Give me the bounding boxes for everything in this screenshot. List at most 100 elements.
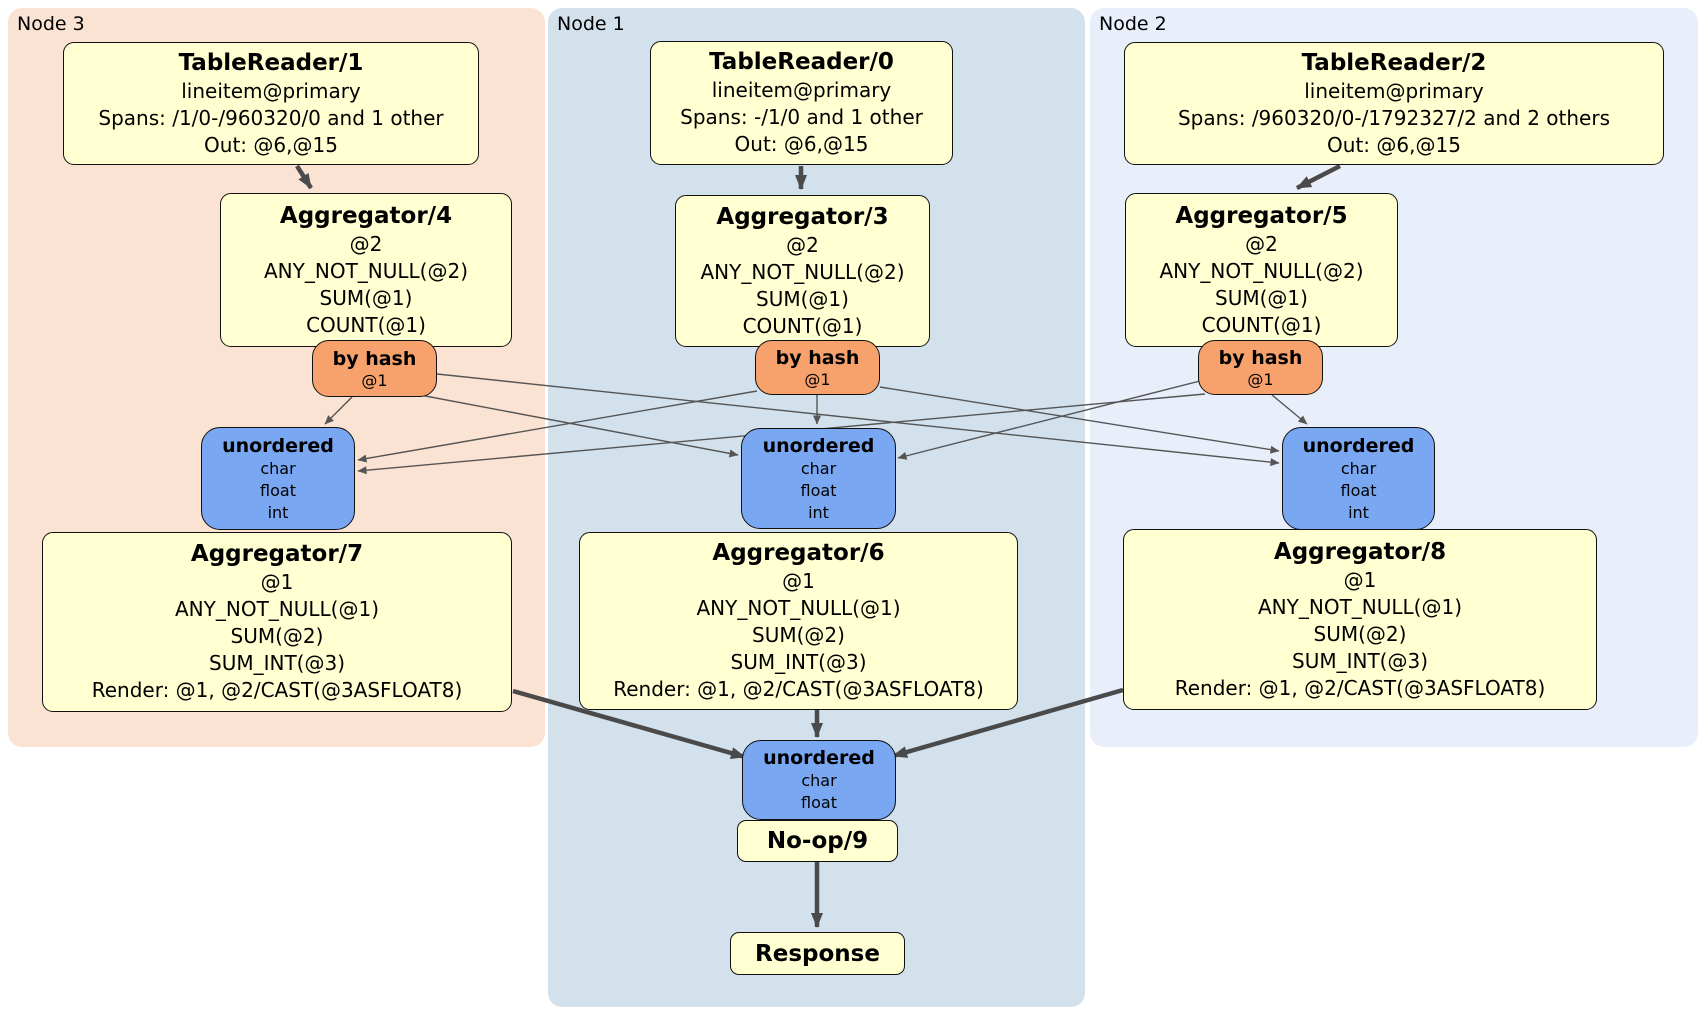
sync-item: int — [808, 502, 829, 522]
noop-box: No-op/9 — [737, 820, 898, 862]
sync-item: float — [801, 793, 837, 812]
tablereader-0-box: TableReader/0 lineitem@primary Spans: -/… — [650, 41, 953, 165]
box-title: No-op/9 — [766, 828, 869, 854]
sync-item: char — [260, 458, 296, 478]
node3-label: Node 3 — [17, 13, 85, 35]
box-line: Spans: -/1/0 and 1 other — [680, 105, 923, 129]
edge-hash3-to-sync8 — [879, 386, 1280, 454]
box-line: Render: @1, @2/CAST(@3ASFLOAT8) — [1174, 675, 1546, 700]
unordered-sync-center: unordered char float int — [741, 428, 896, 529]
box-line: lineitem@primary — [181, 78, 361, 103]
box-line: ANY_NOT_NULL(@2) — [264, 258, 468, 283]
sync-item: char — [800, 458, 837, 478]
edge-hash4-to-sync7 — [324, 396, 353, 425]
sync-item: int — [1348, 502, 1369, 522]
aggregator-5-box: Aggregator/5 @2 ANY_NOT_NULL(@2) SUM(@1)… — [1125, 193, 1398, 347]
box-line: Out: @6,@15 — [204, 132, 338, 157]
sync-item: char — [1340, 458, 1377, 478]
box-line: Out: @6,@15 — [1327, 132, 1461, 157]
edge-agg7-to-final-sync — [512, 688, 746, 760]
router-title: by hash — [1218, 346, 1303, 369]
box-line: COUNT(@1) — [306, 312, 426, 337]
box-line: SUM(@2) — [230, 624, 324, 648]
box-line: SUM_INT(@3) — [209, 651, 345, 675]
router-key: @1 — [1247, 369, 1274, 389]
edge-agg8-to-final-sync — [892, 687, 1124, 759]
sync-title: unordered — [222, 434, 334, 457]
box-line: SUM(@2) — [1313, 621, 1407, 646]
router-title: by hash — [775, 346, 860, 369]
box-line: SUM(@2) — [752, 623, 845, 647]
box-title: Aggregator/3 — [716, 203, 889, 230]
box-line: Spans: /960320/0-/1792327/2 and 2 others — [1177, 105, 1610, 130]
box-title: Response — [755, 940, 880, 967]
box-line: ANY_NOT_NULL(@2) — [700, 259, 905, 284]
box-line: ANY_NOT_NULL(@2) — [1159, 258, 1364, 283]
edge-hash5-to-sync8 — [1271, 394, 1308, 425]
box-line: @1 — [1343, 567, 1377, 592]
unordered-sync-final: unordered char float — [742, 740, 896, 820]
box-line: @2 — [349, 231, 383, 256]
node1-label: Node 1 — [557, 13, 625, 35]
box-line: COUNT(@1) — [742, 313, 863, 338]
sync-title: unordered — [1302, 434, 1415, 457]
aggregator-6-box: Aggregator/6 @1 ANY_NOT_NULL(@1) SUM(@2)… — [579, 532, 1018, 710]
hash-router-left: by hash @1 — [312, 340, 437, 397]
sync-title: unordered — [763, 747, 875, 769]
aggregator-8-box: Aggregator/8 @1 ANY_NOT_NULL(@1) SUM(@2)… — [1123, 529, 1597, 710]
box-line: SUM(@1) — [1215, 285, 1308, 310]
unordered-sync-left: unordered char float int — [201, 427, 355, 530]
box-line: SUM(@1) — [319, 285, 413, 310]
edge-hash3-to-sync7 — [357, 390, 758, 463]
node2-label: Node 2 — [1099, 13, 1167, 35]
edge-hash4-to-sync8 — [436, 373, 1280, 467]
box-line: Out: @6,@15 — [734, 132, 869, 156]
box-title: TableReader/2 — [1301, 49, 1487, 76]
aggregator-3-box: Aggregator/3 @2 ANY_NOT_NULL(@2) SUM(@1)… — [675, 195, 930, 347]
hash-router-center: by hash @1 — [755, 340, 880, 395]
box-line: @2 — [786, 232, 819, 257]
edge-tr1-to-agg4 — [295, 164, 313, 190]
aggregator-7-box: Aggregator/7 @1 ANY_NOT_NULL(@1) SUM(@2)… — [42, 532, 512, 712]
edge-tr2-to-agg5 — [1295, 163, 1342, 191]
sync-item: float — [1340, 480, 1377, 500]
box-line: Render: @1, @2/CAST(@3ASFLOAT8) — [613, 677, 984, 701]
box-line: Spans: /1/0-/960320/0 and 1 other — [98, 105, 444, 130]
tablereader-2-box: TableReader/2 lineitem@primary Spans: /9… — [1124, 42, 1664, 165]
sync-item: float — [260, 480, 296, 500]
hash-router-right: by hash @1 — [1198, 340, 1323, 395]
sync-item: int — [267, 502, 289, 522]
box-line: @2 — [1245, 231, 1278, 256]
box-line: SUM(@1) — [756, 286, 849, 311]
box-line: COUNT(@1) — [1201, 312, 1322, 337]
box-title: TableReader/0 — [709, 49, 894, 75]
box-line: @1 — [782, 569, 815, 593]
box-line: ANY_NOT_NULL(@1) — [1258, 594, 1462, 619]
box-line: @1 — [260, 570, 294, 594]
box-title: Aggregator/5 — [1175, 202, 1348, 229]
router-title: by hash — [332, 347, 417, 370]
unordered-sync-right: unordered char float int — [1282, 427, 1435, 530]
box-line: Render: @1, @2/CAST(@3ASFLOAT8) — [91, 678, 463, 702]
tablereader-1-box: TableReader/1 lineitem@primary Spans: /1… — [63, 42, 479, 165]
edge-hash4-to-sync6 — [419, 394, 739, 458]
aggregator-4-box: Aggregator/4 @2 ANY_NOT_NULL(@2) SUM(@1)… — [220, 193, 512, 347]
edge-hash5-to-sync6 — [897, 380, 1201, 460]
box-line: lineitem@primary — [711, 78, 892, 102]
box-title: Aggregator/8 — [1273, 538, 1447, 565]
router-key: @1 — [804, 369, 831, 389]
sync-title: unordered — [762, 434, 875, 457]
sync-item: char — [801, 771, 837, 790]
box-line: ANY_NOT_NULL(@1) — [175, 597, 379, 621]
response-box: Response — [730, 932, 905, 975]
box-title: Aggregator/4 — [279, 202, 453, 229]
box-title: Aggregator/6 — [712, 540, 885, 566]
sync-item: float — [800, 480, 837, 500]
box-line: ANY_NOT_NULL(@1) — [696, 596, 901, 620]
box-line: SUM_INT(@3) — [730, 650, 867, 674]
box-line: lineitem@primary — [1304, 78, 1484, 103]
router-key: @1 — [361, 370, 388, 390]
box-title: Aggregator/7 — [190, 541, 364, 567]
